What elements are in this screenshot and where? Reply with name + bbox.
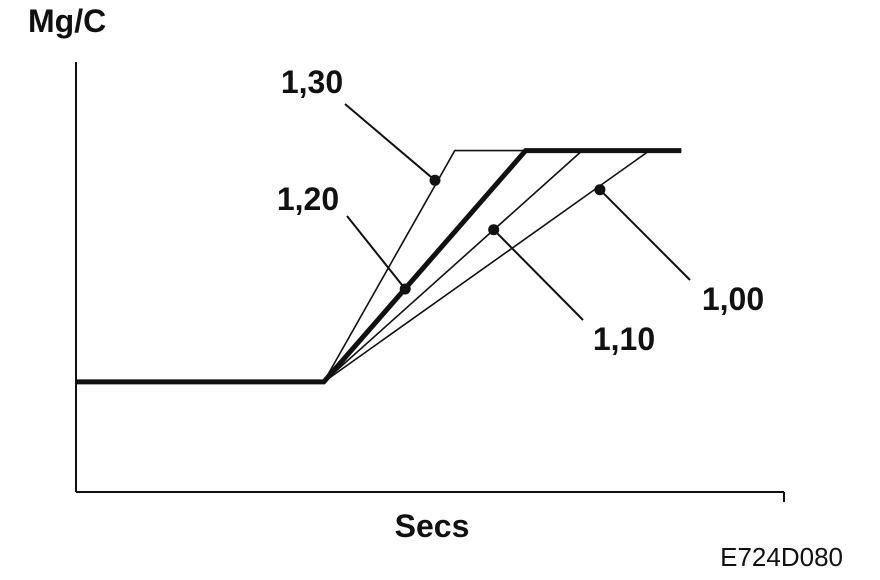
series-label-1-00: 1,00 bbox=[702, 281, 764, 317]
axes bbox=[75, 62, 785, 502]
leader-line-1-30 bbox=[344, 103, 436, 182]
series-line-1-30 bbox=[76, 149, 682, 383]
leader-line-1-20 bbox=[346, 215, 406, 290]
series-line-1-10 bbox=[76, 149, 682, 383]
series-label-1-20: 1,20 bbox=[277, 181, 339, 217]
leader-layer bbox=[344, 103, 691, 321]
y-axis-label: Mg/C bbox=[28, 3, 106, 39]
figure-code: E724D080 bbox=[720, 542, 843, 572]
leader-line-1-10 bbox=[492, 228, 584, 321]
x-axis-label: Secs bbox=[395, 508, 470, 544]
series-marker-1-00 bbox=[594, 184, 606, 196]
series-marker-1-30 bbox=[429, 174, 441, 186]
leader-line-1-00 bbox=[599, 188, 691, 281]
series-layer bbox=[76, 148, 682, 385]
series-marker-1-20 bbox=[399, 283, 411, 295]
series-label-1-30: 1,30 bbox=[281, 64, 343, 100]
series-line-1-00 bbox=[76, 149, 682, 383]
series-marker-1-10 bbox=[488, 224, 500, 236]
series-label-1-10: 1,10 bbox=[593, 321, 655, 357]
series-line-1-20 bbox=[76, 148, 682, 385]
label-layer: 1,30 1,20 1,10 1,00 bbox=[277, 64, 764, 357]
